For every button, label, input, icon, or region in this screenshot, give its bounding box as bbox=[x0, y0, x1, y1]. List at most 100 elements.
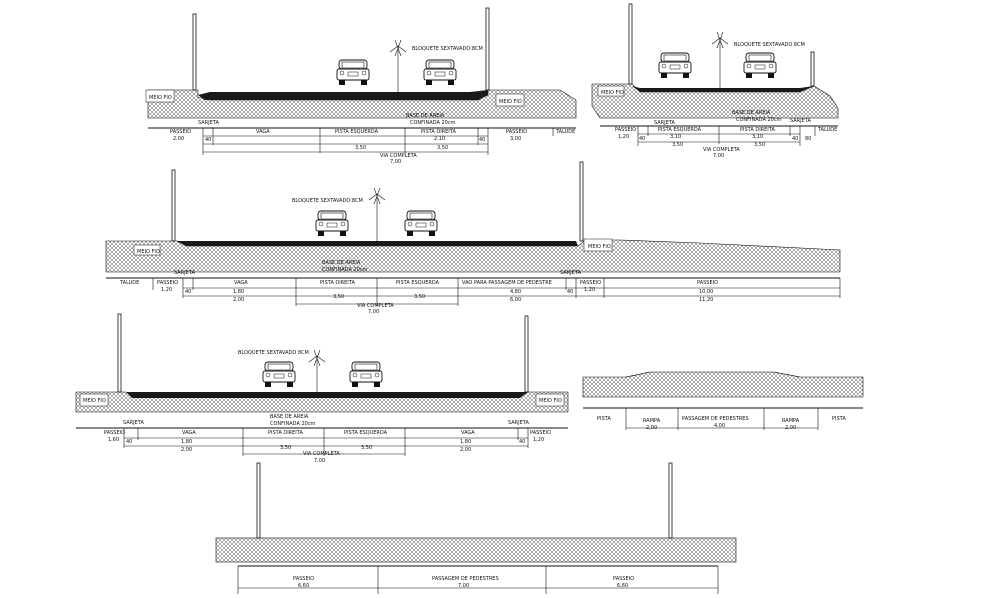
dim-40b: 40 bbox=[519, 439, 525, 445]
passeio-right: PASSEIO bbox=[530, 430, 551, 436]
sarjeta-right: SARJETA bbox=[508, 420, 529, 426]
pavement bbox=[632, 86, 814, 92]
dim-40b: 40 bbox=[792, 136, 798, 142]
light-pole-right bbox=[485, 7, 490, 91]
curb-left bbox=[79, 393, 109, 407]
via-completa: VIA COMPLETA bbox=[380, 153, 417, 159]
light-pole-left bbox=[628, 3, 633, 85]
dim-380: 3,50 bbox=[437, 145, 448, 151]
dim-350: 3,50 bbox=[355, 145, 366, 151]
light-pole-left bbox=[192, 13, 197, 91]
via-completa-dim: 7,00 bbox=[713, 153, 724, 159]
dim-350b: 3,50 bbox=[414, 294, 425, 300]
vaga-left-dim: 1,80 bbox=[181, 439, 192, 445]
meio-fio-left: MEIO FIO bbox=[83, 398, 106, 404]
vaga-left: VAGA bbox=[182, 430, 196, 436]
vaga: VAGA bbox=[256, 129, 270, 135]
label-confinada: CONFINADA 20cm bbox=[270, 421, 316, 427]
sarjeta-left: SARJETA bbox=[123, 420, 144, 426]
vaga: VAGA bbox=[234, 280, 248, 286]
dim-80: 80 bbox=[805, 136, 811, 142]
label-base: BASE DE AREIA bbox=[406, 113, 445, 119]
talude: TALUDE bbox=[817, 127, 837, 133]
section-4: MEIO FIO MEIO FIO BLOQUETE SEXTAVADO 8CM… bbox=[75, 313, 569, 464]
label-confinada: CONFINADA 20cm bbox=[736, 117, 782, 123]
via-completa-dim: 7,00 bbox=[314, 458, 325, 464]
meio-fio-left: MEIO FIO bbox=[149, 95, 172, 101]
curb bbox=[597, 85, 625, 97]
pista-direita: PISTA DIREITA bbox=[740, 127, 775, 133]
pista-esquerda: PISTA ESQUERDA bbox=[335, 129, 379, 135]
car-icon bbox=[423, 59, 457, 86]
ground-hatch bbox=[215, 537, 737, 563]
sarjeta-left: SARJETA bbox=[654, 120, 675, 126]
vaga-right-dim: 1,80 bbox=[460, 439, 471, 445]
dim-40a: 40 bbox=[639, 136, 645, 142]
label-confinada: CONFINADA 20cm bbox=[410, 120, 456, 126]
passagem-dim: 7,00 bbox=[458, 583, 469, 589]
dim-350a: 3,50 bbox=[333, 294, 344, 300]
dim-350a: 3,50 bbox=[280, 445, 291, 451]
passeio-left-dim: 1,20 bbox=[161, 287, 172, 293]
pavement bbox=[126, 392, 528, 398]
passeio-right-dim: 6,60 bbox=[617, 583, 628, 589]
vaga-dim: 1,80 bbox=[233, 289, 244, 295]
curb-right bbox=[535, 393, 565, 407]
passeio-left-dim: 2,00 bbox=[173, 136, 184, 142]
via-completa: VIA COMPLETA bbox=[303, 451, 340, 457]
talude: TALUDE bbox=[555, 129, 575, 135]
meio-fio: MEIO FIO bbox=[601, 90, 624, 96]
passeio: PASSEIO bbox=[615, 127, 636, 133]
pavement bbox=[198, 90, 488, 100]
passagem-dim: 4,00 bbox=[714, 423, 725, 429]
car-icon bbox=[336, 59, 370, 86]
passeio-far-dim2: 11,20 bbox=[699, 297, 713, 303]
curb-left bbox=[145, 89, 175, 103]
vao-dim2: 6,00 bbox=[510, 297, 521, 303]
meio-fio-right: MEIO FIO bbox=[539, 398, 562, 404]
pista-esquerda: PISTA ESQUERDA bbox=[658, 127, 702, 133]
pista-left: PISTA bbox=[597, 416, 611, 422]
passeio-right-dim: 1,20 bbox=[533, 437, 544, 443]
passeio-left: PASSEIO bbox=[104, 430, 125, 436]
section-2: MEIO FIO BLOQUETE SEXTAVADO 8CM BASE DE … bbox=[591, 3, 839, 159]
sarjeta: SARJETA bbox=[198, 120, 219, 126]
light-pole-right bbox=[810, 51, 815, 87]
passeio-left-dim: 6,60 bbox=[298, 583, 309, 589]
vaga-right-dim2: 2,00 bbox=[460, 447, 471, 453]
rampa-left-dim: 2,00 bbox=[646, 425, 657, 431]
sarjeta-left: SARJETA bbox=[174, 270, 195, 276]
pista-direita-dim: 3,10 bbox=[752, 134, 763, 140]
section-6: PASSEIO 6,60 PASSAGEM DE PEDESTRES 7,00 … bbox=[215, 462, 737, 594]
dim-350b: 3,50 bbox=[361, 445, 372, 451]
car-icon bbox=[315, 210, 349, 237]
sarjeta-right: SARJETA bbox=[560, 270, 581, 276]
pista-direita-dim: 2,10 bbox=[434, 136, 445, 142]
vaga-left-dim2: 2,00 bbox=[181, 447, 192, 453]
dim-40a: 40 bbox=[205, 137, 211, 143]
via-completa: VIA COMPLETA bbox=[357, 303, 394, 309]
car-icon bbox=[262, 361, 296, 388]
ground-hatch bbox=[582, 371, 864, 398]
pista-right: PISTA bbox=[832, 416, 846, 422]
light-pole-left bbox=[171, 169, 176, 242]
pista-esquerda: PISTA ESQUERDA bbox=[344, 430, 388, 436]
dim-200: 2,00 bbox=[233, 297, 244, 303]
curb-right bbox=[583, 238, 613, 252]
section-5: PISTA RAMPA 2,00 PASSAGEM DE PEDESTRES 4… bbox=[582, 371, 864, 431]
passeio-left: PASSEIO bbox=[170, 129, 191, 135]
via-completa-dim: 7,00 bbox=[390, 159, 401, 165]
passeio-right-dim: 1,20 bbox=[584, 287, 595, 293]
label-bloquete: BLOQUETE SEXTAVADO 8CM bbox=[238, 350, 309, 356]
label-base: BASE DE AREIA bbox=[270, 414, 309, 420]
pista-direita: PISTA DIREITA bbox=[421, 129, 456, 135]
passeio-right: PASSEIO bbox=[506, 129, 527, 135]
sarjeta-right: SARJETA bbox=[790, 118, 811, 124]
label-base: BASE DE AREIA bbox=[732, 110, 771, 116]
light-pole-right bbox=[668, 462, 673, 539]
car-icon bbox=[658, 52, 692, 79]
pista-esquerda-dim: 3,10 bbox=[670, 134, 681, 140]
meio-fio-right: MEIO FIO bbox=[588, 244, 611, 250]
dim-350b: 3,50 bbox=[754, 142, 765, 148]
